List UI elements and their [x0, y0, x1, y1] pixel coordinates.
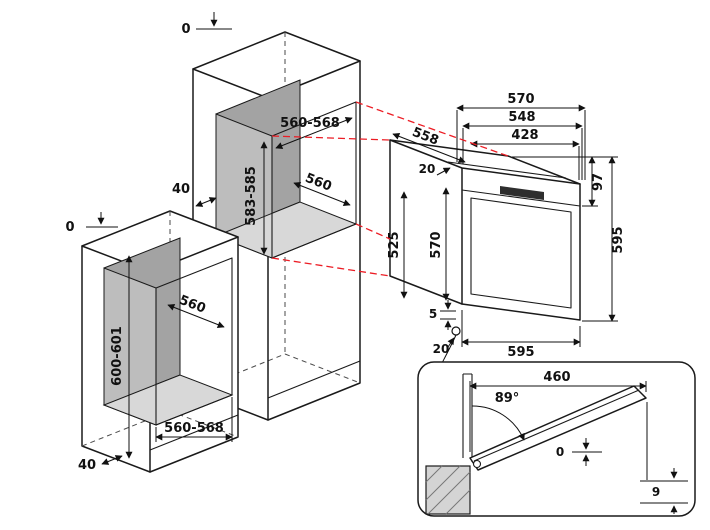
dim-label-flush-gap: 0: [556, 445, 564, 459]
dim-oven-panel-height: 97: [512, 156, 618, 207]
dim-label-oven-width-inner: 428: [511, 128, 538, 143]
dim-label-oven-width-top: 570: [507, 92, 534, 107]
base-cabinet-view: 0 560 600-601 560-568 40: [65, 210, 239, 473]
oven-body: [389, 139, 581, 321]
dim-label-oven-total-height: 595: [611, 226, 626, 253]
projection-line-top-left: [271, 135, 391, 141]
dim-oven-front-height: 570: [429, 187, 450, 301]
dim-label-oven-bottom-inset: 20: [433, 342, 450, 356]
dim-oven-bottom-inset: 20: [433, 337, 455, 356]
dim-label-tall-flush-top: 0: [181, 22, 190, 37]
dim-tall-niche-width: 560-568: [275, 116, 353, 149]
dim-label-oven-front-height: 570: [429, 231, 444, 258]
dim-label-oven-bottom-gap: 5: [429, 307, 437, 321]
tall-cabinet-plinth-line: [267, 360, 361, 399]
dim-label-oven-body-depth: 525: [387, 231, 402, 258]
dim-label-base-plinth-recess: 40: [78, 458, 96, 473]
dim-base-plinth-recess: 40: [78, 455, 123, 473]
detail-reference-marker: [451, 326, 461, 336]
projection-lines: [271, 101, 509, 277]
dim-detail-opening-angle: 89°: [471, 391, 525, 441]
projection-line-bottom-left: [271, 257, 391, 277]
dim-label-oven-width-mid: 548: [508, 110, 535, 125]
dim-oven-width-inner: 428: [470, 128, 580, 180]
projection-line-top-right: [355, 101, 509, 157]
dim-label-tall-side-clearance: 40: [172, 182, 190, 197]
dim-oven-total-height: 595: [582, 156, 626, 322]
dim-oven-bottom-gap: 5: [429, 300, 456, 330]
dim-label-opening-angle: 89°: [495, 391, 520, 406]
dim-label-floor-clearance: 9: [652, 485, 660, 499]
dim-tall-side-clearance: 40: [172, 182, 217, 207]
dim-label-tall-niche-width: 560-568: [280, 116, 340, 131]
dim-label-tall-niche-height: 583-585: [244, 166, 259, 226]
oven-display: [500, 186, 544, 200]
dim-base-niche-width: 560-568: [155, 397, 233, 442]
projection-line-bottom-right: [355, 223, 391, 240]
tall-cabinet-hidden-edges: [192, 32, 361, 392]
door-detail-view: 460 89° 0 9: [417, 334, 696, 517]
oven-top-inset-line: [447, 161, 567, 179]
dim-base-flush-top: 0: [65, 212, 118, 235]
oven-view: 570 548 428 558 20 97 595: [387, 92, 626, 360]
dim-label-door-width: 460: [543, 370, 570, 385]
dim-label-oven-front-width: 595: [507, 345, 534, 360]
dim-label-base-niche-width: 560-568: [164, 421, 224, 436]
oven-control-panel-line: [461, 189, 581, 207]
dim-oven-top-inset: 20: [419, 162, 451, 176]
base-niche-opening: [155, 257, 233, 426]
dim-oven-front-width: 595: [461, 310, 581, 360]
detail-door-inner-line: [473, 389, 640, 462]
dim-detail-door-width: 460: [469, 370, 647, 452]
detail-floor-hatch: [425, 465, 471, 515]
dim-base-niche-height: 600-601: [110, 255, 133, 459]
dim-tall-niche-height: 583-585: [244, 141, 268, 255]
detail-floor-block: [425, 465, 471, 515]
dim-label-base-flush-top: 0: [65, 220, 74, 235]
dim-detail-floor-clearance: 9: [640, 402, 688, 514]
dim-tall-flush-top: 0: [181, 12, 232, 37]
dim-label-oven-panel-height: 97: [591, 173, 606, 191]
oven-door-frame: [470, 197, 572, 309]
base-cabinet-plinth-line: [149, 414, 239, 451]
detail-hinge: [472, 459, 482, 469]
dim-label-base-niche-height: 600-601: [110, 326, 125, 386]
dim-detail-flush-gap: 0: [556, 438, 602, 466]
dim-label-oven-top-inset: 20: [419, 162, 436, 176]
dim-oven-body-depth: 525: [387, 191, 408, 299]
